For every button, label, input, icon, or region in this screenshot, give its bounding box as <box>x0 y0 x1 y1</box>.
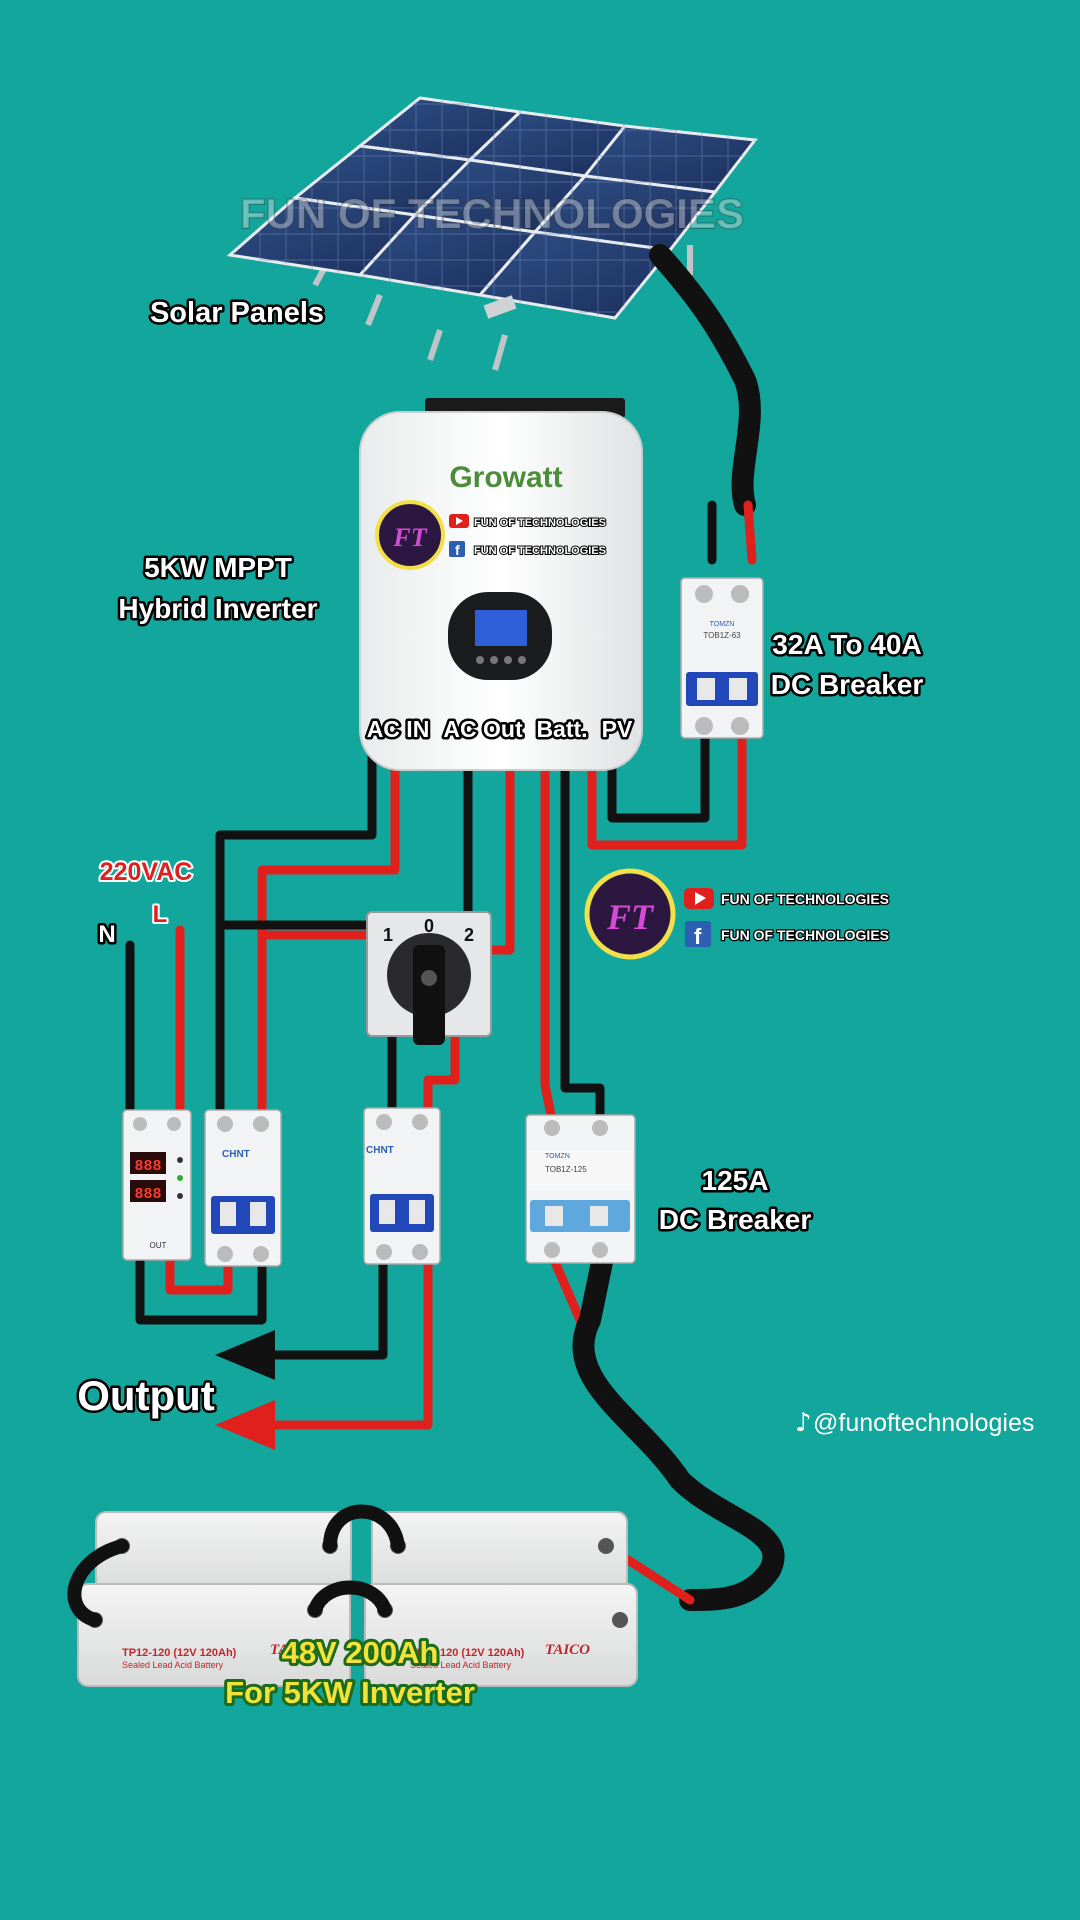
ac-breaker-2-brand: CHNT <box>366 1145 394 1156</box>
battery-3 <box>77 1583 351 1687</box>
battery-2 <box>371 1511 628 1595</box>
inverter-brand-logo: Growatt <box>449 461 562 494</box>
output-label: Output <box>77 1372 215 1419</box>
battery-1 <box>95 1511 352 1595</box>
protector-to-breaker-neutral <box>135 1253 267 1325</box>
live-label: L <box>153 901 168 928</box>
social-youtube-text: FUN OF TECHNOLOGIES <box>721 891 889 907</box>
voltage-protector: 888 888 OUT <box>122 1109 192 1261</box>
changeover-switch: 1 0 2 <box>366 911 492 1045</box>
svg-text:TOB1Z-63: TOB1Z-63 <box>703 631 741 640</box>
inverter-channel-badge <box>375 500 445 570</box>
social-facebook-icon <box>685 921 711 947</box>
ft-logo-text: FT <box>606 897 655 937</box>
inverter-label-line2: Hybrid Inverter <box>118 593 317 624</box>
inverter-terminals: AC IN AC Out Batt. PV <box>364 714 635 745</box>
protector-out-label: OUT <box>150 1241 167 1250</box>
battery-label-line1: 48V 200Ah <box>282 1635 439 1670</box>
battery-4-type: Sealed Lead Acid Battery <box>410 1660 512 1670</box>
switch-live-to-breaker <box>423 1025 460 1115</box>
battery-dc-breaker: TOMZN TOB1Z-125 <box>525 1114 636 1264</box>
protector-display-top: 888 <box>134 1158 161 1175</box>
inverter-label-line1: 5KW MPPT <box>144 552 292 583</box>
ft-logo <box>584 868 676 960</box>
battery-3-type: Sealed Lead Acid Battery <box>122 1660 224 1670</box>
battery-label-line2: For 5KW Inverter <box>225 1675 475 1710</box>
inverter-youtube-text: FUN OF TECHNOLOGIES <box>474 517 606 529</box>
pv-negative-to-inverter <box>607 725 710 823</box>
neutral-label: N <box>98 921 115 948</box>
hybrid-inverter: Growatt FT FUN OF TECHNOLOGIES f FUN OF … <box>359 398 643 771</box>
terminal-ac-out: AC Out <box>443 716 523 742</box>
pv-breaker-label-line2: DC Breaker <box>771 669 924 700</box>
battery-4 <box>364 1583 638 1687</box>
social-block: FT FUN OF TECHNOLOGIES f FUN OF TECHNOLO… <box>584 868 890 960</box>
ac-out-live-to-switch <box>479 745 515 955</box>
output-neutral-wire <box>260 1253 388 1360</box>
terminal-battery: Batt. <box>536 716 587 742</box>
switch-position-1: 1 <box>383 925 393 945</box>
switch-position-0: 0 <box>424 916 434 936</box>
batt-breaker-to-bank-positive <box>550 1257 585 1325</box>
tiktok-handle: ♪ @funoftechnologies <box>795 1408 1034 1438</box>
watermark-text: FUN OF TECHNOLOGIES <box>240 190 744 237</box>
ac-source-label: 220VAC <box>100 858 193 886</box>
pv-cable <box>649 244 761 516</box>
terminal-pv: PV <box>602 716 633 742</box>
solar-panels-label: Solar Panels <box>150 297 324 329</box>
battery-main-cable <box>572 1251 785 1611</box>
ac-breaker-1-brand: CHNT <box>222 1149 250 1160</box>
battery-4-model: TP12-120 (12V 120Ah) <box>410 1647 525 1659</box>
protector-to-breaker-live <box>165 1253 233 1295</box>
svg-text:TOMZN: TOMZN <box>545 1153 570 1160</box>
terminal-ac-in: AC IN <box>367 716 430 742</box>
pv-positive-to-breaker <box>743 500 757 565</box>
inverter-badge-text: FT <box>392 523 427 552</box>
facebook-icon <box>449 541 465 557</box>
output-arrow-red <box>215 1400 275 1450</box>
tiktok-icon: ♪ <box>795 1408 812 1438</box>
protector-display-bottom: 888 <box>134 1186 161 1203</box>
battery-4-brand: TAICO <box>545 1642 590 1658</box>
battery-bank: TP12-120 (12V 120Ah) Sealed Lead Acid Ba… <box>67 1504 638 1687</box>
solar-panel-array <box>226 96 758 371</box>
inverter-facebook-text: FUN OF TECHNOLOGIES <box>474 545 606 557</box>
svg-text:f: f <box>455 542 460 558</box>
output-arrow-black <box>215 1330 275 1380</box>
ac-breaker-input: CHNT <box>204 1109 282 1267</box>
pv-dc-breaker: TOB1Z-63 TOMZN <box>680 577 764 739</box>
svg-text:f: f <box>694 924 702 949</box>
ac-breaker-output: CHNT <box>363 1107 441 1265</box>
battery-3-model: TP12-120 (12V 120Ah) <box>122 1647 237 1659</box>
inverter-lcd <box>475 610 527 646</box>
output-live-wire <box>260 1253 433 1430</box>
svg-text:TOMZN: TOMZN <box>710 621 735 628</box>
social-facebook-text: FUN OF TECHNOLOGIES <box>721 927 889 943</box>
ac-in-live <box>257 745 400 1123</box>
ac-in-neutral <box>215 745 377 1123</box>
battery-breaker-label-line2: DC Breaker <box>659 1204 812 1235</box>
battery-negative <box>560 745 605 1125</box>
battery-3-brand: TAICO <box>270 1642 315 1658</box>
battery-positive <box>540 745 557 1125</box>
battery-breaker-label-line1: 125A <box>702 1165 769 1196</box>
tiktok-handle-text: @funoftechnologies <box>813 1409 1034 1437</box>
pv-breaker-label-line1: 32A To 40A <box>772 629 921 660</box>
pv-positive-to-inverter <box>587 725 747 850</box>
switch-position-2: 2 <box>464 925 474 945</box>
svg-text:TOB1Z-125: TOB1Z-125 <box>545 1165 587 1174</box>
